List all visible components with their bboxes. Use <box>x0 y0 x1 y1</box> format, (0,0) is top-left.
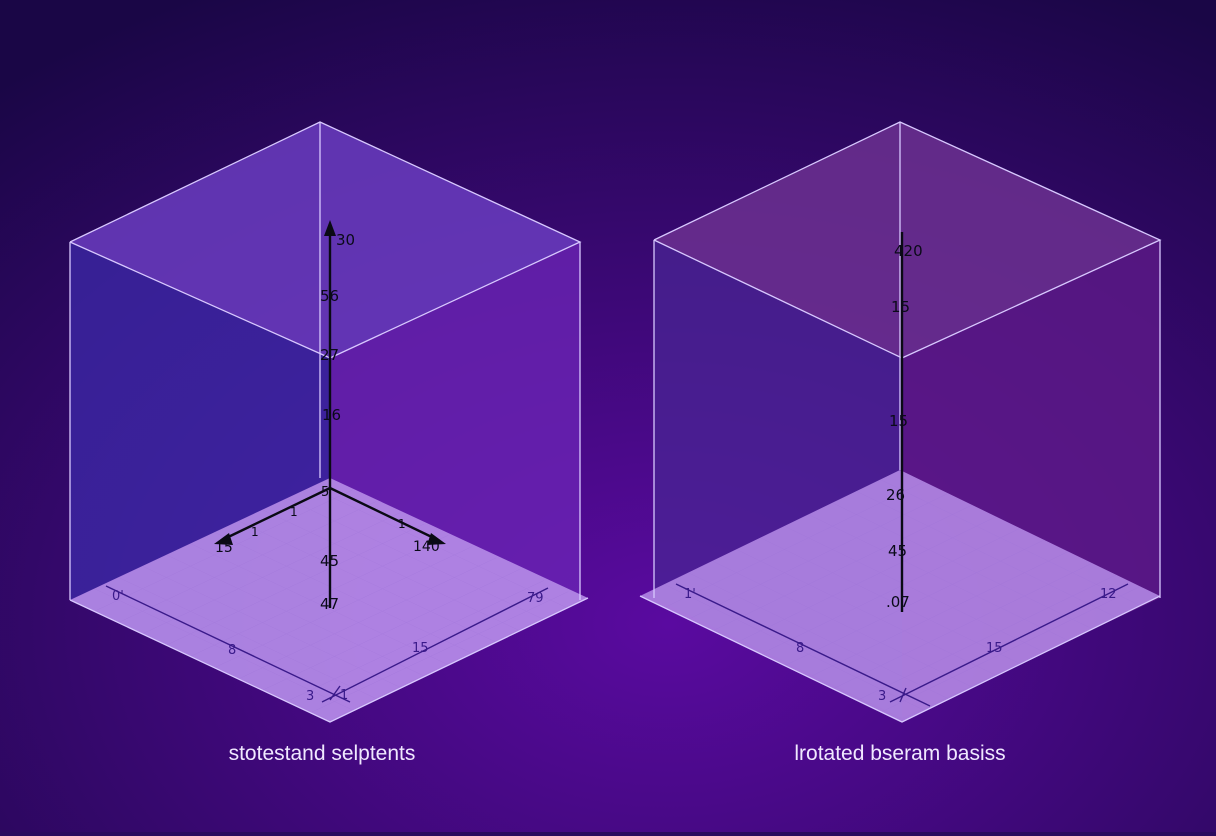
left-arrowhead-b <box>427 533 446 545</box>
left-basis-arrow-a <box>221 486 331 542</box>
right-tick-label: 420 <box>894 242 923 260</box>
left-tick-label: 47 <box>320 595 339 613</box>
right-tick-label: 45 <box>888 542 907 560</box>
right-floor-label: 8 <box>796 641 804 656</box>
left-arrowheads <box>214 220 446 545</box>
left-vertical-arrowhead <box>324 220 336 236</box>
left-tick-label: 45 <box>320 552 339 570</box>
left-basis-small-label: 1 <box>290 505 298 519</box>
left-floor-label: 3 <box>306 689 314 704</box>
left-panel: 30 56 27 16 5 45 47 15 140 1 1 1 0' 8 15… <box>69 121 589 723</box>
right-cube-edges <box>639 121 1162 723</box>
right-panel: 420 15 15 26 45 .07 1' 8 15 12 3 <box>639 121 1162 723</box>
right-tick-label: 15 <box>889 412 908 430</box>
right-tick-label: 15 <box>891 298 910 316</box>
left-basis-small-label: 1 <box>398 517 406 531</box>
left-basis-label-b: 140 <box>413 539 440 555</box>
right-vertical-ticks: 420 15 15 26 45 .07 <box>886 242 923 611</box>
right-floor-labels: 1' 8 15 12 3 <box>684 587 1117 704</box>
left-tick-label: 56 <box>320 287 339 305</box>
left-tick-label: 5 <box>321 485 329 500</box>
left-vertical-ticks: 30 56 27 16 5 45 47 <box>320 231 355 613</box>
left-floor-label: 15 <box>412 641 429 656</box>
left-tick-label: 27 <box>320 346 339 364</box>
left-floor-label: 8 <box>228 643 236 658</box>
left-tick-label: 30 <box>336 231 355 249</box>
left-tick-label: 16 <box>322 406 341 424</box>
left-cube-edges <box>69 121 589 723</box>
right-floor-label: 15 <box>986 641 1003 656</box>
left-floor-label: 0' <box>112 589 124 604</box>
right-floor-label: 12 <box>1100 587 1117 602</box>
left-floor-label: 79 <box>527 591 544 606</box>
left-basis-labels: 15 140 1 1 1 <box>215 505 440 556</box>
left-axes <box>221 228 439 608</box>
left-panel-caption: stotestand selptents <box>228 742 416 765</box>
left-floor-axes <box>105 585 549 703</box>
left-floor-labels: 0' 8 15 79 3 1 <box>112 589 544 704</box>
right-cube-top-face <box>654 122 1160 358</box>
right-panel-caption: lrotated bseram basiss <box>794 742 1006 765</box>
right-tick-label: 26 <box>886 486 905 504</box>
right-floor-axes <box>675 583 1129 707</box>
left-basis-arrow-b <box>329 486 439 542</box>
right-tick-label: .07 <box>886 593 910 611</box>
left-basis-small-label: 1 <box>251 525 259 539</box>
left-arrowhead-a <box>214 533 233 545</box>
right-floor-label: 1' <box>684 587 696 602</box>
left-floor-label: 1 <box>340 688 348 703</box>
left-basis-label-a: 15 <box>215 540 233 556</box>
right-floor-label: 3 <box>878 689 886 704</box>
